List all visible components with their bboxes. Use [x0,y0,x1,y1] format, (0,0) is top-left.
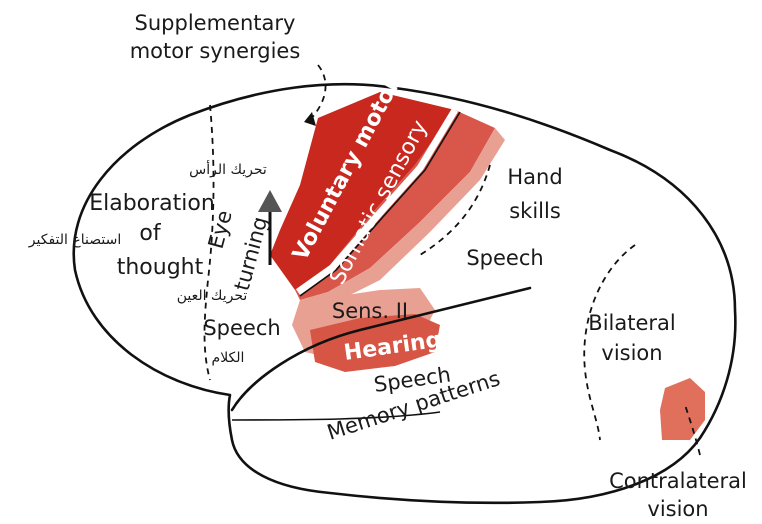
supplementary-label-1: Supplementary [135,11,296,35]
speech-parietal-label: Speech [466,246,543,270]
turning-label: turning [230,214,273,293]
eye-turning-arrow-head [258,190,282,212]
contralateral-vision-region [660,378,705,440]
bilateral-vision-label-1: Bilateral [588,311,675,335]
supplementary-label-2: motor synergies [130,39,301,63]
contralateral-vision-label-1: Contralateral [609,469,747,493]
elaboration-label-2: of [139,221,161,246]
supplementary-arrow-curve [310,65,326,120]
arabic-speech: الكلام [212,350,245,366]
elaboration-label-3: thought [117,255,204,280]
bilateral-vision-label-2: vision [601,341,662,365]
sens-ii-label: Sens. II [332,299,408,323]
arabic-head-turning: تحريك الرأس [189,160,267,178]
supplementary-arrow-head [304,112,316,126]
arabic-thinking: استصناع التفكير [28,232,121,248]
hand-skills-label-1: Hand [507,165,562,189]
speech-frontal-label: Speech [203,316,280,340]
hand-skills-label-2: skills [509,199,561,223]
elaboration-label-1: Elaboration [89,191,215,216]
arabic-eye-moving: تحريك العين [177,288,248,304]
contralateral-vision-label-2: vision [647,497,708,521]
